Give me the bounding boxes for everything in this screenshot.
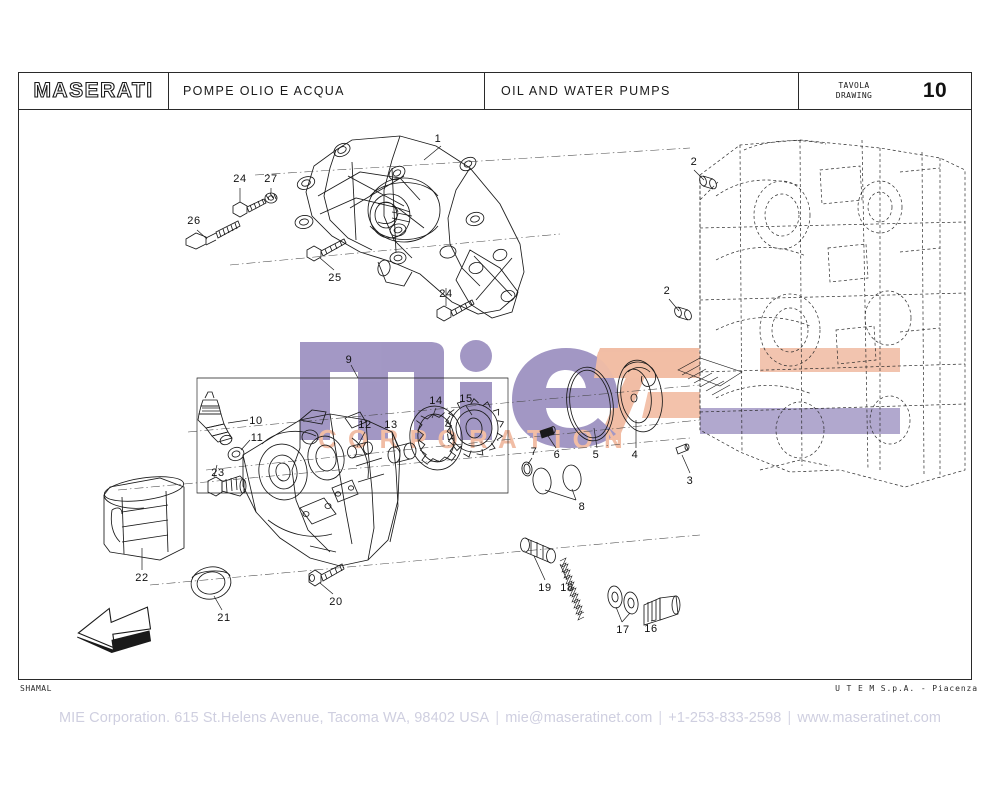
callout-8: 8 (579, 501, 586, 513)
title-italian: POMPE OLIO E ACQUA (183, 84, 345, 98)
separator-3: | (787, 710, 792, 726)
inner-rotor-15 (444, 398, 505, 458)
callout-12: 12 (358, 419, 371, 431)
drawing-number-cell: 10 (899, 73, 971, 109)
mie-company-address: MIE Corporation. 615 St.Helens Avenue, T… (58, 710, 490, 726)
callout-3: 3 (687, 475, 694, 487)
mie-contact-bar: MIE Corporation. 615 St.Helens Avenue, T… (0, 710, 1000, 726)
engine-block-phantom (699, 139, 966, 488)
water-pump-housing (294, 135, 525, 319)
leader-lines (141, 145, 691, 623)
dowel-pin-upper (699, 175, 717, 190)
table-label-english: DRAWING (835, 91, 873, 100)
callout-20: 20 (329, 596, 342, 608)
outer-rotor-14 (409, 405, 463, 471)
mie-email[interactable]: mie@maseratinet.com (505, 710, 653, 726)
callout-25: 25 (328, 272, 341, 284)
callout-6: 6 (554, 449, 561, 461)
callout-17: 17 (616, 624, 629, 636)
callout-21: 21 (217, 612, 230, 624)
separator-2: | (658, 710, 663, 726)
callout-7: 7 (531, 446, 538, 458)
callout-2a: 2 (691, 156, 698, 168)
callout-24a: 24 (233, 173, 246, 185)
brand-wordmark: MASERATI (33, 78, 154, 102)
o-ring-8a (532, 467, 552, 495)
table-label-italian: TAVOLA (838, 81, 870, 90)
oil-seal-21 (190, 566, 232, 600)
callout-23: 23 (211, 467, 224, 479)
orientation-arrow (77, 606, 152, 653)
sealing-washer-11 (227, 446, 245, 462)
dowel-pin-lower (674, 306, 692, 321)
callout-14: 14 (429, 395, 442, 407)
callout-2b: 2 (664, 285, 671, 297)
callout-26: 26 (187, 215, 200, 227)
pressure-switch-10 (197, 391, 233, 446)
mie-phone: +1-253-833-2598 (668, 710, 782, 726)
drawing-frame (18, 72, 972, 680)
pin-3 (675, 443, 690, 455)
title-italian-cell: POMPE OLIO E ACQUA (169, 73, 485, 109)
bolt-24-lower (436, 299, 475, 322)
callout-15: 15 (459, 393, 472, 405)
filter-nipple-23 (207, 475, 247, 497)
callout-18: 18 (560, 582, 573, 594)
table-label-cell: TAVOLA DRAWING (799, 73, 899, 109)
callout-19: 19 (538, 582, 551, 594)
maserati-logo: MASERATI (19, 73, 169, 109)
callout-13: 13 (384, 419, 397, 431)
callout-numbers: 1 2 2 3 4 5 6 7 8 9 10 11 12 13 14 15 16… (135, 133, 698, 636)
bush-13 (387, 442, 417, 464)
leader-lines-dowels (668, 169, 705, 312)
roll-pin-6 (539, 426, 556, 439)
title-block: MASERATI POMPE OLIO E ACQUA OIL AND WATE… (18, 72, 972, 110)
callout-22: 22 (135, 572, 148, 584)
separator-1: | (495, 710, 500, 726)
oil-pump-body (242, 409, 401, 567)
callout-9: 9 (346, 354, 353, 366)
bolt-25 (306, 238, 347, 262)
stud-26 (185, 220, 241, 250)
printer-credit: U T E M S.p.A. - Piacenza (835, 684, 978, 693)
o-ring-7 (521, 461, 533, 477)
screw-20 (308, 563, 345, 587)
relief-valve-plug-16 (643, 595, 681, 626)
title-english: OIL AND WATER PUMPS (501, 84, 671, 98)
relief-valve-spring-18 (559, 557, 585, 621)
callout-10: 10 (249, 415, 262, 427)
title-english-cell: OIL AND WATER PUMPS (485, 73, 799, 109)
model-name: SHAMAL (20, 684, 52, 693)
oil-filter-22 (103, 476, 185, 561)
callout-5: 5 (593, 449, 600, 461)
callout-1: 1 (435, 133, 442, 145)
callout-11: 11 (251, 432, 264, 444)
relief-valve-plunger-19 (520, 537, 556, 564)
pump-drive-gear-4 (617, 359, 663, 433)
callout-27: 27 (264, 173, 277, 185)
callout-4: 4 (632, 449, 639, 461)
o-ring-8b (562, 464, 582, 492)
o-ring-5 (566, 366, 614, 442)
callout-16: 16 (644, 623, 657, 635)
drawing-number: 10 (922, 79, 948, 102)
assembly-box-9 (196, 377, 509, 494)
bush-12 (347, 441, 373, 459)
callout-24b: 24 (439, 288, 452, 300)
mie-website[interactable]: www.maseratinet.com (797, 710, 942, 726)
engine-block-hatching (677, 357, 743, 396)
